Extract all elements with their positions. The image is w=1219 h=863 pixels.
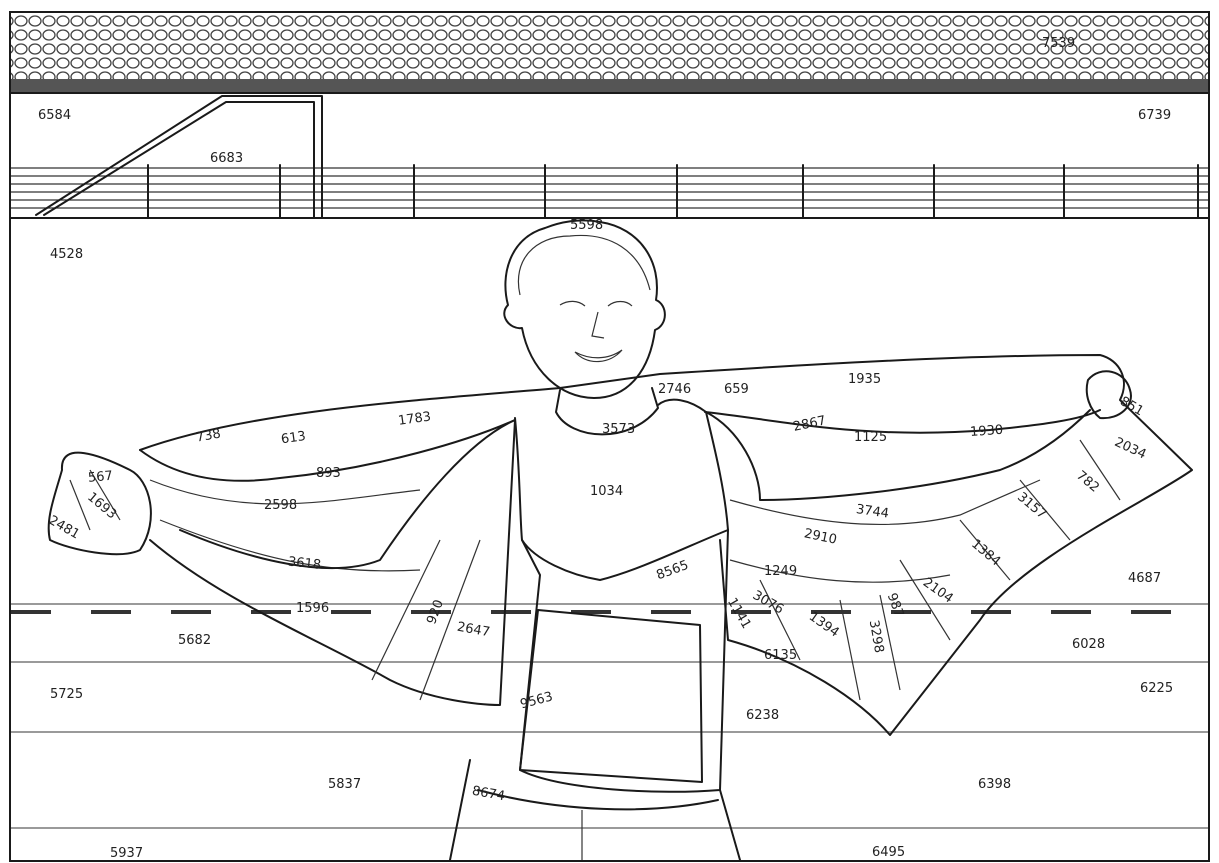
region-label: 2104	[920, 575, 956, 606]
region-label: 4687	[1128, 571, 1161, 586]
region-label: 4528	[50, 247, 83, 262]
region-label: 782	[1073, 468, 1102, 495]
region-label: 8565	[654, 558, 690, 583]
region-label: 6135	[764, 648, 797, 663]
region-label: 1384	[968, 537, 1003, 570]
stadium-roof	[10, 13, 1209, 94]
region-label: 1596	[296, 601, 329, 616]
region-label: 851	[1117, 394, 1146, 419]
region-label: 1935	[848, 372, 881, 387]
region-label: 2598	[264, 498, 297, 513]
stadium-railing	[10, 95, 1209, 219]
region-label: 6238	[746, 708, 779, 723]
region-label: 567	[87, 469, 113, 486]
region-label: 659	[724, 382, 749, 397]
region-label: 3618	[287, 555, 321, 573]
region-label: 1125	[854, 430, 887, 445]
region-label: 920	[424, 598, 447, 626]
region-label: 2034	[1112, 435, 1148, 463]
region-label: 1034	[590, 484, 623, 499]
running-track	[11, 603, 1208, 829]
region-label: 7539	[1042, 36, 1075, 51]
region-label: 738	[195, 427, 222, 446]
region-label: 6584	[38, 108, 71, 123]
athlete-figure	[449, 219, 741, 861]
region-label: 1693	[84, 490, 119, 523]
region-label: 1930	[970, 423, 1004, 440]
region-label: 6495	[872, 845, 905, 860]
region-label: 3573	[602, 422, 635, 437]
region-label: 6028	[1072, 637, 1105, 652]
region-label: 5598	[570, 218, 603, 233]
region-label: 2867	[792, 413, 827, 435]
region-label: 1249	[764, 564, 797, 579]
flag-cape	[47, 354, 1193, 736]
region-label: 2647	[456, 620, 491, 641]
region-label: 6683	[210, 151, 243, 166]
region-label: 2910	[803, 526, 838, 548]
region-label: 3298	[866, 619, 887, 654]
region-label: 3744	[855, 502, 890, 521]
region-label: 5937	[110, 846, 143, 861]
region-label: 8674	[471, 784, 506, 805]
region-label: 5725	[50, 687, 83, 702]
region-label: 893	[316, 466, 341, 481]
region-label: 5837	[328, 777, 361, 792]
region-label: 5682	[178, 633, 211, 648]
region-label: 6739	[1138, 108, 1171, 123]
region-label: 2746	[658, 382, 691, 397]
region-label: 613	[280, 429, 307, 447]
region-labels: 7539 6584 6739 6683 4528 5598 2746 659 1…	[38, 36, 1173, 861]
page-border	[9, 11, 1210, 862]
region-label: 6398	[978, 777, 1011, 792]
region-label: 1783	[397, 409, 432, 428]
region-label: 9563	[519, 689, 555, 712]
region-label: 6225	[1140, 681, 1173, 696]
region-label: 2481	[46, 513, 82, 543]
region-label: 987	[884, 591, 907, 619]
